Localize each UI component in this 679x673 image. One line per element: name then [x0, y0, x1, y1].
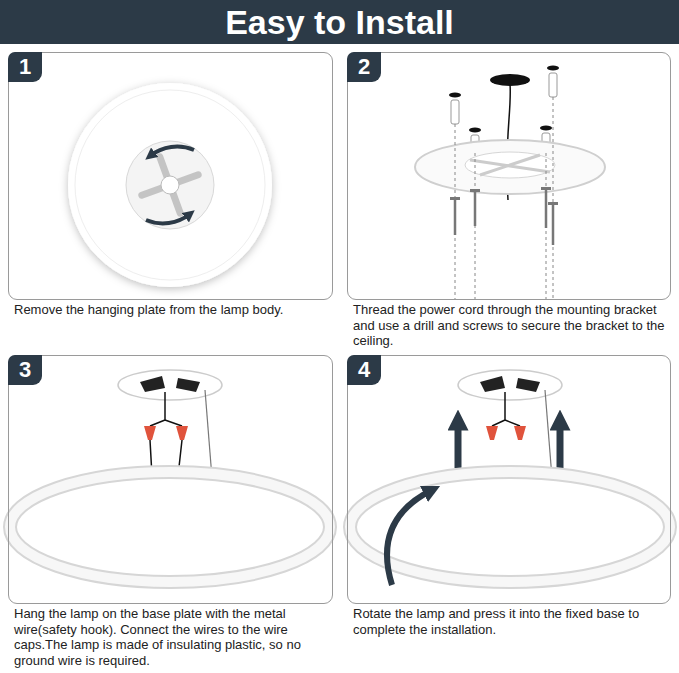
step-panel: Remove the hanging plate from the lamp b…	[8, 52, 333, 300]
step-panel: Thread the power cord through the mounti…	[347, 52, 671, 300]
step-number: 3	[19, 358, 31, 382]
step-panel: Hang the lamp on the base plate with the…	[8, 355, 333, 604]
step-panel: Rotate the lamp and press it into the fi…	[347, 355, 671, 604]
step-caption: Rotate the lamp and press it into the fi…	[353, 606, 675, 637]
step-caption: Hang the lamp on the base plate with the…	[14, 606, 336, 668]
step-number: 4	[358, 358, 370, 382]
step-badge: 1	[8, 52, 42, 82]
rotating-lamp	[350, 370, 670, 585]
step-badge: 2	[347, 52, 381, 82]
lamp-body	[68, 83, 272, 287]
step-caption: Remove the hanging plate from the lamp b…	[14, 302, 336, 318]
step-number: 1	[19, 55, 31, 79]
step-caption: Thread the power cord through the mounti…	[353, 302, 675, 349]
title: Easy to Install	[225, 2, 454, 42]
hanging-lamp	[10, 370, 330, 582]
mounting-bracket	[415, 66, 605, 301]
step-number: 2	[358, 55, 370, 79]
step-badge: 4	[347, 355, 381, 385]
title-band: Easy to Install	[0, 0, 679, 44]
step-badge: 3	[8, 355, 42, 385]
